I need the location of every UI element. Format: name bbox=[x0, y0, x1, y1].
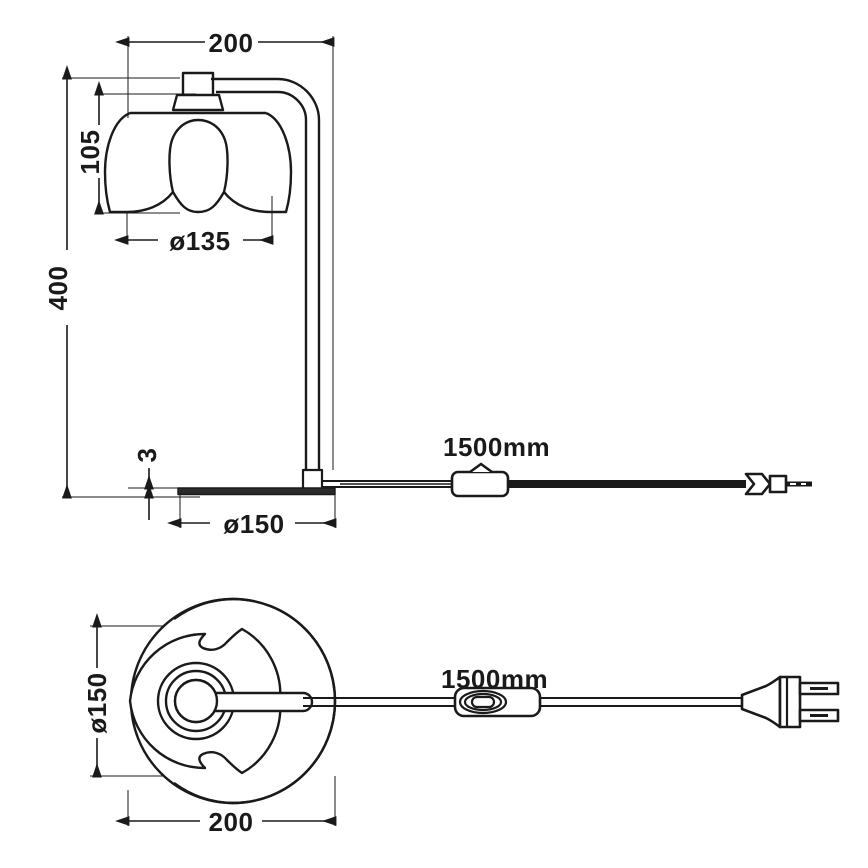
dim-label-shade-height: 105 bbox=[75, 130, 105, 175]
shade-circle-overlap-outline bbox=[173, 597, 337, 805]
power-cord-side bbox=[322, 480, 746, 488]
dim-label-overall-width: 200 bbox=[209, 28, 254, 58]
dim-overall-width-200: 200 bbox=[115, 28, 335, 58]
euro-plug-side bbox=[744, 472, 812, 496]
dim-base-diameter-150: ø150 bbox=[167, 509, 337, 539]
dim-label-overall-height: 400 bbox=[43, 266, 73, 311]
dim-base-thickness-3: 3 bbox=[132, 448, 162, 520]
dim-label-plan-base-diameter: ø150 bbox=[82, 672, 112, 733]
dim-label-base-diameter: ø150 bbox=[223, 509, 284, 539]
dim-label-shade-diameter: ø135 bbox=[169, 226, 230, 256]
dim-plan-overall-width-200: 200 bbox=[115, 807, 337, 837]
dim-label-cord-length-plan: 1500mm bbox=[441, 664, 548, 694]
dim-shade-height-105: 105 bbox=[75, 81, 105, 215]
dim-label-base-thickness: 3 bbox=[132, 448, 162, 463]
inline-rocker-switch-plan[interactable] bbox=[453, 686, 542, 718]
pole-foot bbox=[301, 468, 324, 492]
dim-label-cord-length-side: 1500mm bbox=[443, 432, 550, 462]
dim-plan-base-diameter-150: ø150 bbox=[82, 613, 112, 778]
dim-overall-height-400: 400 bbox=[43, 65, 73, 499]
lamp-shade bbox=[103, 71, 293, 214]
side-extension-lines bbox=[62, 36, 336, 528]
power-cord-plan bbox=[303, 697, 742, 707]
side-elevation-view: 200 105 ø135 400 bbox=[43, 28, 812, 539]
euro-plug-plan bbox=[740, 675, 840, 729]
dim-label-plan-overall-width: 200 bbox=[209, 807, 254, 837]
plan-view: ø150 200 bbox=[82, 597, 840, 837]
arm-top-view bbox=[173, 678, 314, 724]
base-plate bbox=[177, 487, 336, 496]
dim-shade-diameter-135: ø135 bbox=[114, 226, 274, 256]
curved-arm bbox=[211, 77, 321, 470]
inline-rocker-switch-side[interactable] bbox=[450, 462, 510, 498]
